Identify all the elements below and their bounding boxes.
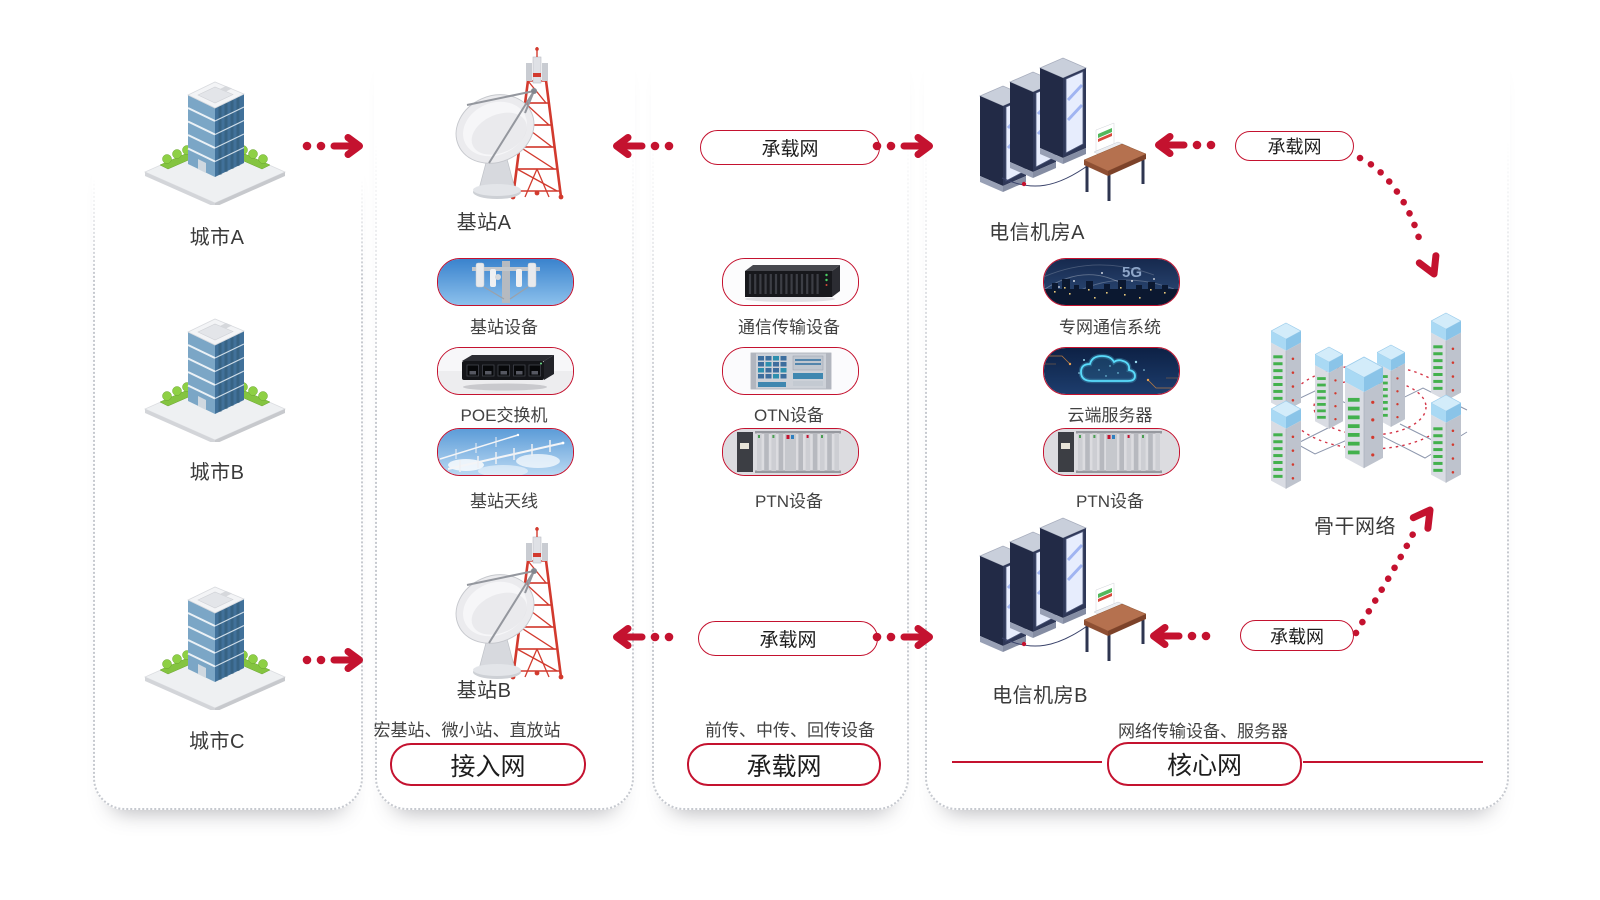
core-badge-line-right [1303, 761, 1483, 763]
arrow-oval-to-room-a [872, 134, 938, 158]
backbone-network-label: 骨干网络 [1314, 516, 1396, 538]
core-badge-line-left [952, 761, 1102, 763]
access-caption: 宏基站、微小站、直放站 [373, 721, 561, 740]
telecom-room-a-label: 电信机房A [989, 222, 1085, 244]
city-b-label: 城市B [189, 462, 245, 484]
arrow-oval-to-room-b-right [1145, 624, 1211, 648]
bts-equipment-image [437, 258, 574, 306]
otn-equipment-image [722, 347, 859, 395]
arrow-oval-to-room-a-right [1150, 133, 1216, 157]
base-station-a-label: 基站A [456, 212, 512, 234]
private-network-label: 专网通信系统 [1059, 318, 1161, 337]
city-c-icon [140, 560, 290, 710]
telecom-room-b-icon [972, 512, 1147, 662]
fiveg-text: 5G [1122, 264, 1142, 281]
transmission-equipment-label: 通信传输设备 [738, 318, 840, 337]
backbone-network-icon [1255, 282, 1485, 502]
bearer-oval-bottom: 承载网 [698, 621, 878, 656]
arrow-oval-to-station-b [608, 625, 674, 649]
core-network-badge: 核心网 [1107, 742, 1302, 786]
access-network-badge: 接入网 [390, 743, 586, 786]
ptn-equipment-image-bearer [722, 428, 859, 476]
private-network-5g-image: 5G [1043, 258, 1180, 306]
base-station-b-label: 基站B [456, 680, 512, 702]
bearer-oval-top-right: 承载网 [1235, 131, 1354, 161]
bearer-oval-top: 承载网 [700, 130, 880, 165]
telecom-room-a-icon [972, 52, 1147, 202]
bearer-oval-bottom-right: 承载网 [1240, 620, 1354, 651]
transmission-equipment-image [722, 258, 859, 306]
bearer-network-badge: 承载网 [687, 743, 881, 786]
arc-bearer-to-backbone-bottom [1348, 492, 1443, 645]
city-a-icon [140, 55, 290, 205]
base-station-a-icon [437, 47, 587, 207]
bearer-caption: 前传、中传、回传设备 [705, 721, 875, 740]
bts-antenna-label: 基站天线 [470, 492, 538, 511]
poe-switch-image [437, 347, 574, 395]
ptn-equipment-label-core: PTN设备 [1076, 492, 1144, 511]
arrow-city-c-to-station [302, 648, 368, 672]
base-station-b-icon [437, 527, 587, 687]
core-caption: 网络传输设备、服务器 [1118, 722, 1288, 741]
cloud-server-label: 云端服务器 [1067, 406, 1153, 425]
arc-bearer-to-backbone-top [1352, 150, 1452, 295]
telecom-room-b-label: 电信机房B [992, 685, 1088, 707]
bts-equipment-label: 基站设备 [470, 318, 538, 337]
otn-equipment-label: OTN设备 [754, 406, 824, 425]
ptn-equipment-image-core [1043, 428, 1180, 476]
arrow-city-a-to-station [302, 134, 368, 158]
arrow-oval-to-room-b [872, 625, 938, 649]
arrow-oval-to-station-a [608, 134, 674, 158]
bts-antenna-image [437, 428, 574, 476]
city-c-label: 城市C [189, 731, 245, 753]
cloud-server-image [1043, 347, 1180, 395]
city-b-icon [140, 292, 290, 442]
city-a-label: 城市A [189, 227, 245, 249]
ptn-equipment-label-bearer: PTN设备 [755, 492, 823, 511]
poe-switch-label: POE交换机 [460, 406, 548, 425]
